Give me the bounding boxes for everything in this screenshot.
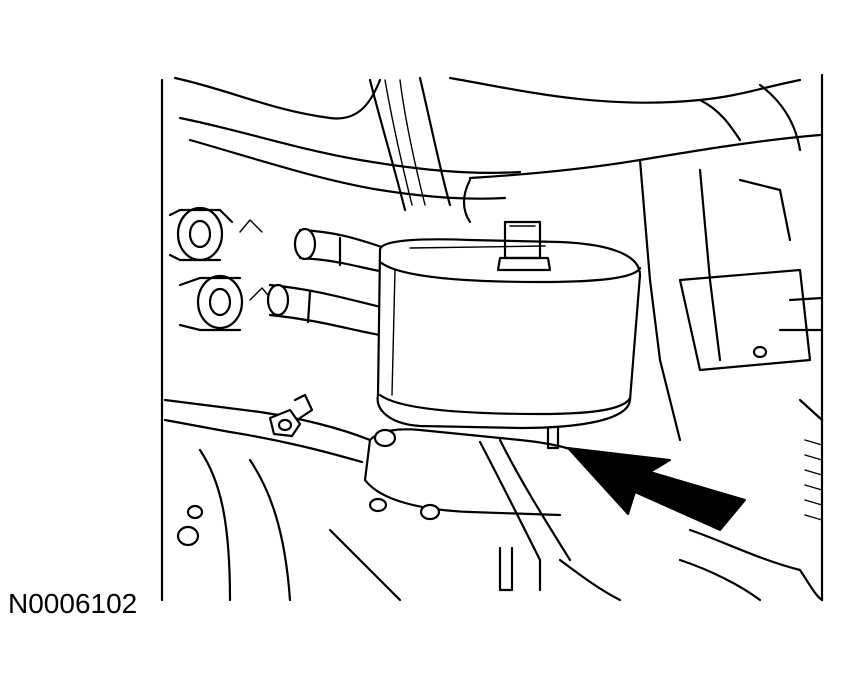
lower-block <box>163 393 622 602</box>
cooler-hoses <box>266 227 387 338</box>
pointer-arrow <box>567 447 746 531</box>
figure-id-label: N0006102 <box>8 588 138 619</box>
air-intake-duct <box>173 76 822 224</box>
left-fittings <box>168 206 273 332</box>
right-brackets <box>638 158 824 602</box>
illustration-frame <box>160 73 824 602</box>
oil-cooler <box>376 220 642 450</box>
